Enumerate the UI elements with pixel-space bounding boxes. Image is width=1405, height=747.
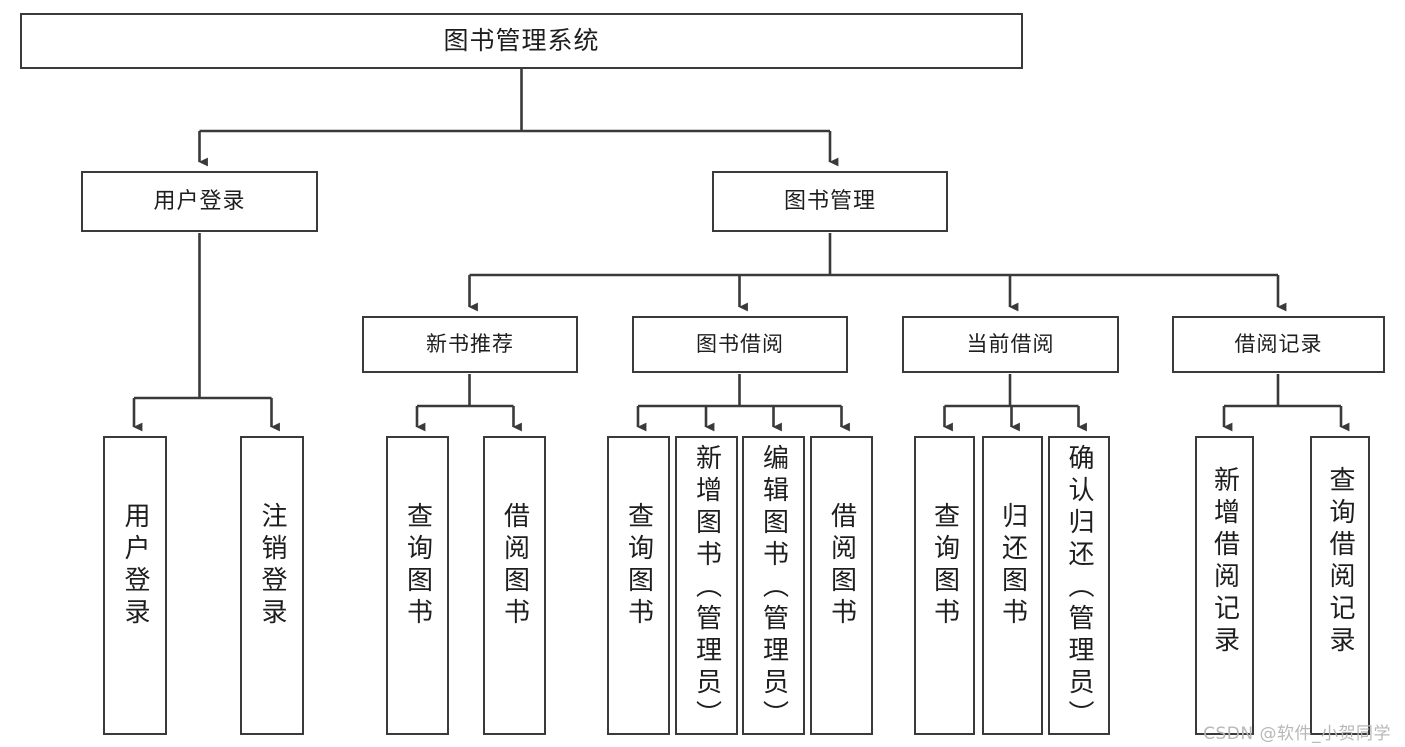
node-book-management[interactable]: 图书管理 (712, 171, 948, 232)
node-book-management-label: 图书管理 (783, 188, 876, 214)
leaf-confirm-return[interactable]: 确认归还（管理员） (1048, 436, 1110, 735)
node-current-borrow[interactable]: 当前借阅 (902, 316, 1119, 373)
node-book-borrow-label: 图书借阅 (696, 332, 784, 357)
leaf-query-book-2-label: 查询图书 (623, 502, 654, 630)
leaf-query-book-3-label: 查询图书 (929, 502, 960, 630)
leaf-logout-login-label: 注销登录 (257, 502, 287, 630)
leaf-query-borrow-record-label: 查询借阅记录 (1325, 466, 1355, 658)
leaf-user-login-label: 用户登录 (120, 502, 150, 630)
leaf-borrow-book-1-label: 借阅图书 (499, 502, 530, 630)
leaf-borrow-book-2[interactable]: 借阅图书 (810, 436, 873, 735)
node-root-label: 图书管理系统 (443, 26, 600, 56)
node-current-borrow-label: 当前借阅 (966, 332, 1055, 357)
node-user-login[interactable]: 用户登录 (81, 171, 318, 232)
node-new-book-recommend[interactable]: 新书推荐 (362, 316, 578, 373)
leaf-user-login[interactable]: 用户登录 (103, 436, 167, 735)
leaf-confirm-return-label: 确认归还（管理员） (1064, 444, 1094, 732)
leaf-edit-book[interactable]: 编辑图书（管理员） (742, 436, 805, 735)
leaf-borrow-book-1[interactable]: 借阅图书 (483, 436, 546, 735)
leaf-return-book[interactable]: 归还图书 (982, 436, 1043, 735)
node-borrow-record-label: 借阅记录 (1234, 332, 1323, 357)
node-new-book-recommend-label: 新书推荐 (426, 332, 514, 357)
leaf-query-book-1[interactable]: 查询图书 (386, 436, 449, 735)
leaf-add-borrow-record[interactable]: 新增借阅记录 (1195, 436, 1254, 735)
node-borrow-record[interactable]: 借阅记录 (1172, 316, 1385, 373)
leaf-add-book-label: 新增图书（管理员） (691, 444, 722, 732)
leaf-add-borrow-record-label: 新增借阅记录 (1209, 466, 1240, 658)
node-book-borrow[interactable]: 图书借阅 (632, 316, 848, 373)
watermark-text: CSDN @软件_小贺同学 (1203, 724, 1391, 744)
leaf-add-book[interactable]: 新增图书（管理员） (675, 436, 738, 735)
leaf-return-book-label: 归还图书 (997, 502, 1028, 630)
leaf-query-book-1-label: 查询图书 (402, 502, 433, 630)
node-user-login-label: 用户登录 (153, 188, 246, 214)
node-root-system[interactable]: 图书管理系统 (20, 13, 1023, 69)
leaf-query-book-3[interactable]: 查询图书 (914, 436, 975, 735)
leaf-logout-login[interactable]: 注销登录 (240, 436, 304, 735)
leaf-query-borrow-record[interactable]: 查询借阅记录 (1310, 436, 1370, 735)
leaf-edit-book-label: 编辑图书（管理员） (758, 444, 789, 732)
leaf-borrow-book-2-label: 借阅图书 (826, 502, 857, 630)
leaf-query-book-2[interactable]: 查询图书 (607, 436, 670, 735)
